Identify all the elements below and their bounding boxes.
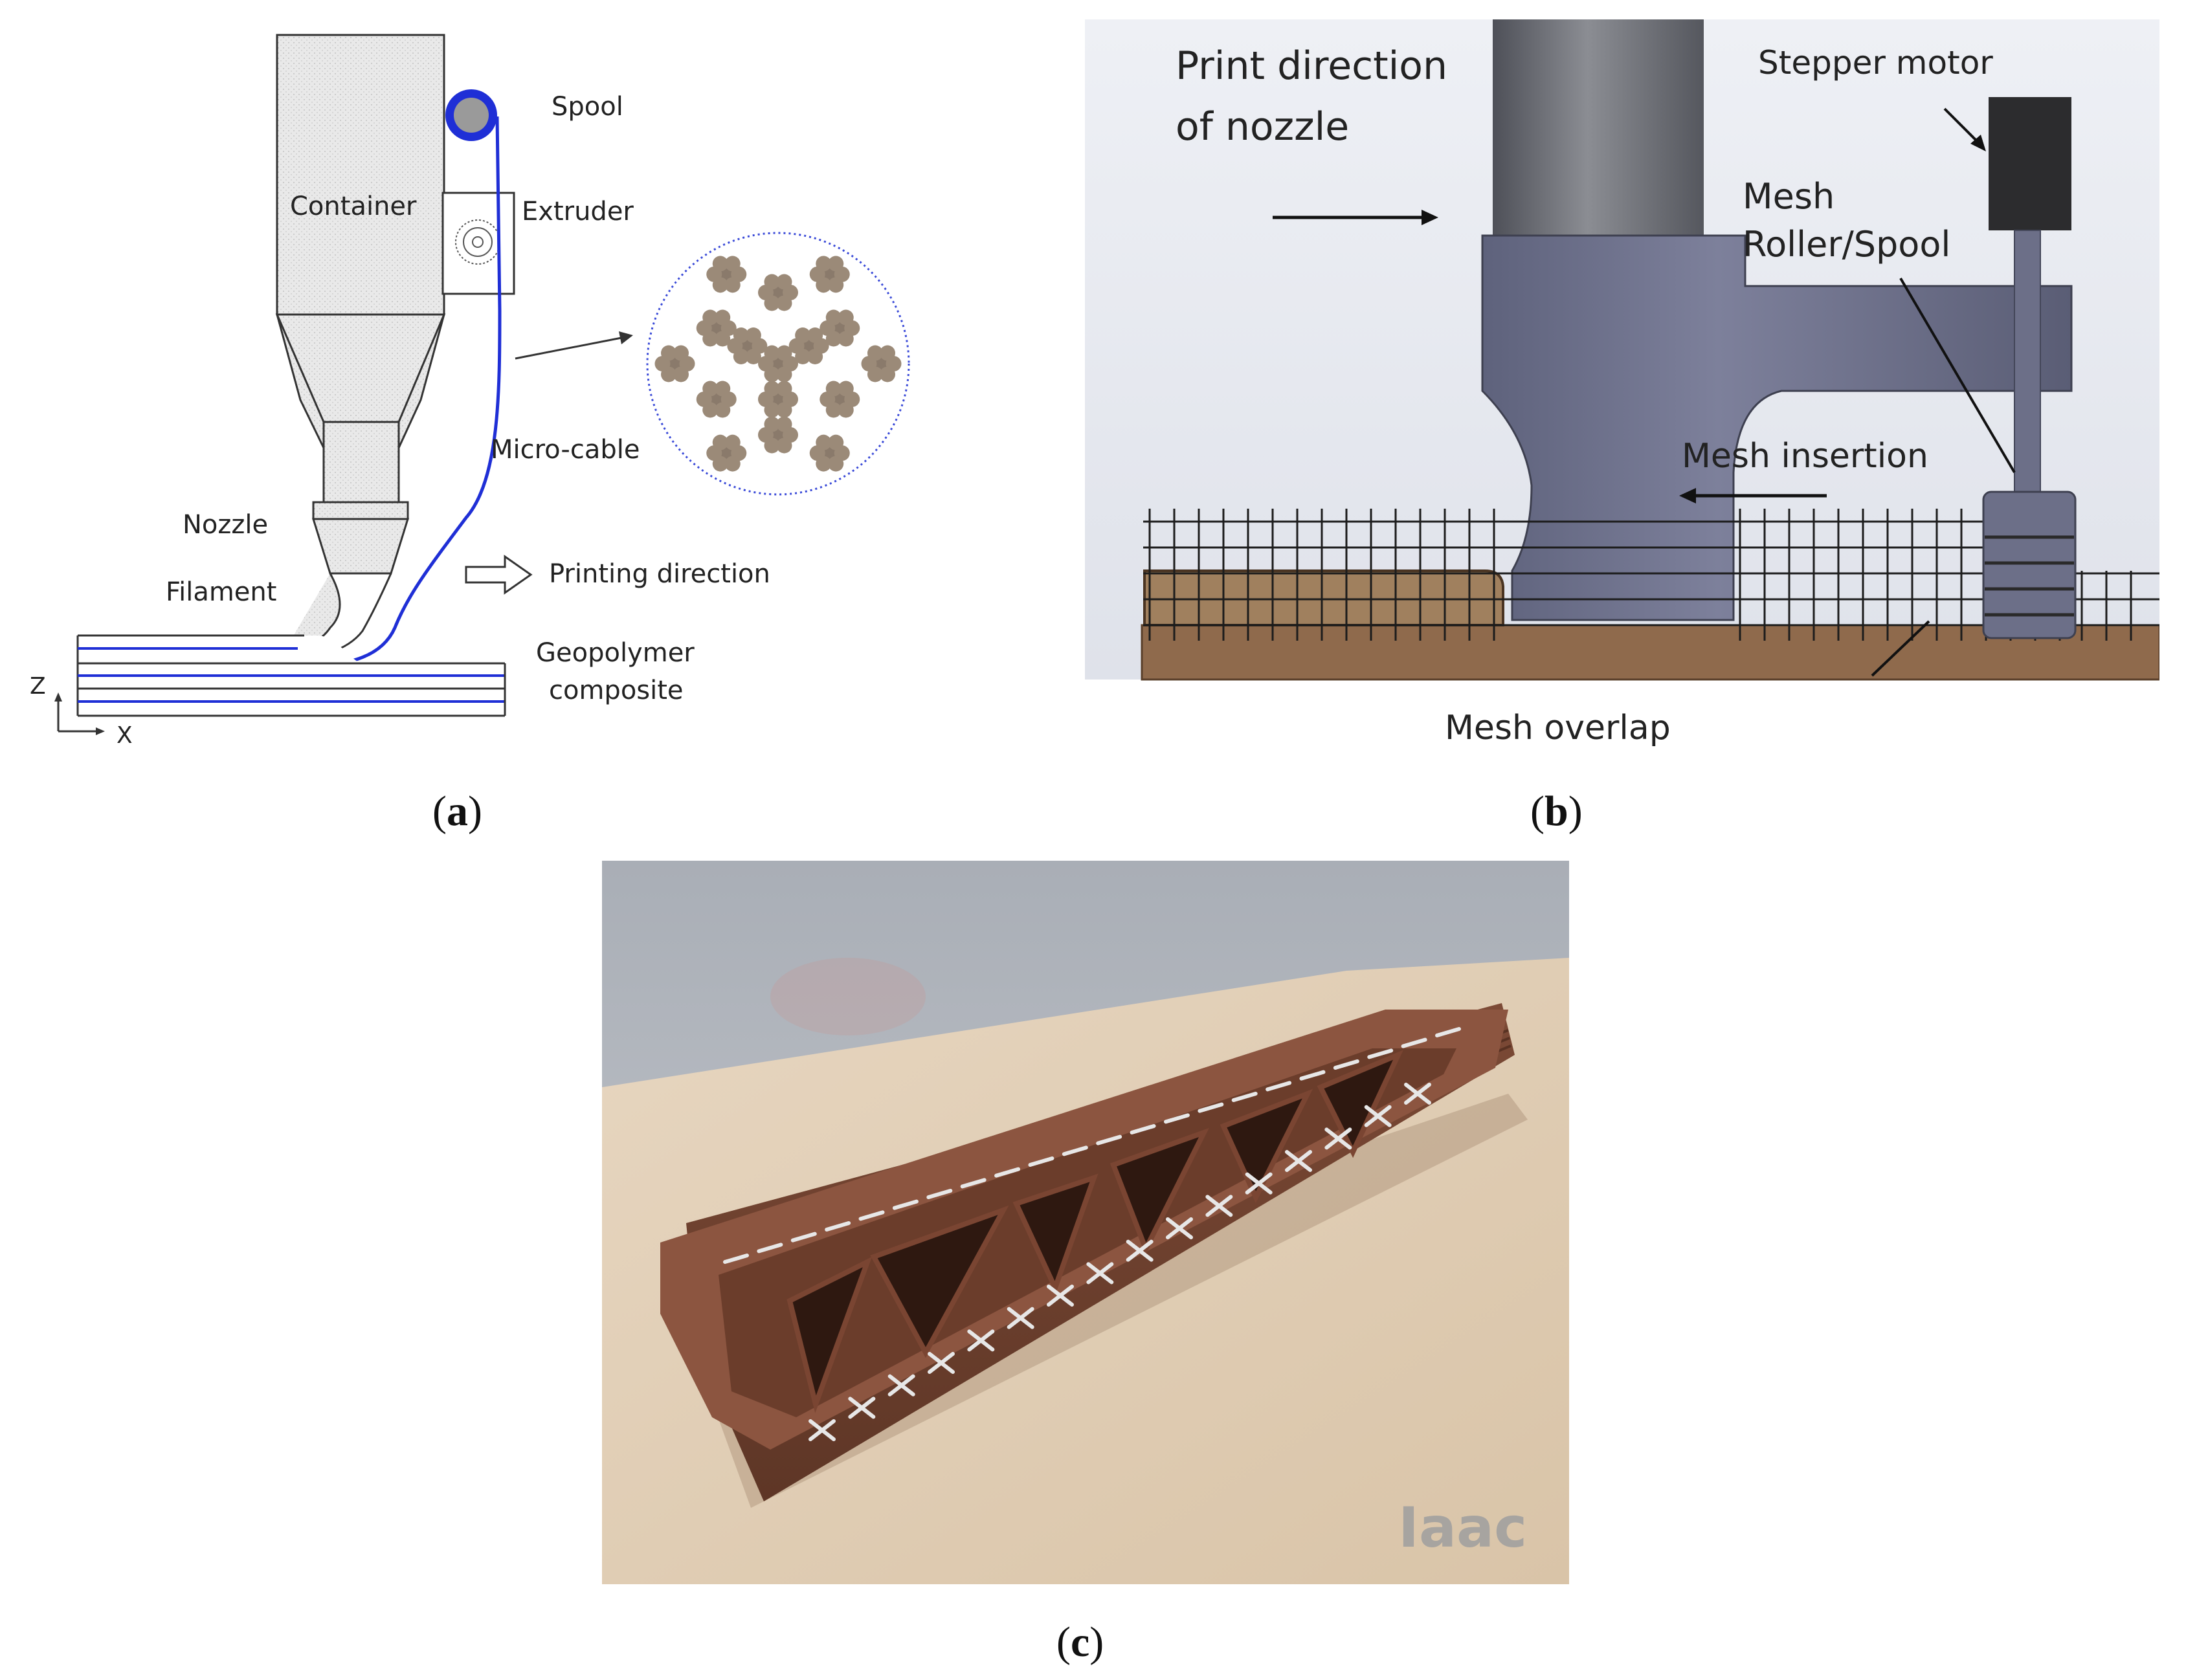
label-stepper-motor: Stepper motor bbox=[1758, 44, 1993, 82]
label-roller-spool: Roller/Spool bbox=[1743, 224, 1950, 265]
caption-a-letter: a bbox=[446, 788, 468, 835]
label-extruder: Extruder bbox=[522, 197, 634, 227]
extruder-box bbox=[441, 192, 515, 295]
micro-cable-path bbox=[304, 116, 502, 669]
label-mesh-overlap: Mesh overlap bbox=[1445, 709, 1671, 747]
label-filament: Filament bbox=[166, 577, 276, 607]
label-print-direction: Print direction bbox=[1176, 43, 1447, 89]
label-micro-cable: Micro-cable bbox=[491, 435, 640, 465]
arrow-to-cross-section bbox=[515, 331, 633, 360]
label-nozzle: Nozzle bbox=[183, 510, 268, 540]
caption-b: (b) bbox=[1530, 788, 1583, 835]
label-mesh-insertion: Mesh insertion bbox=[1682, 437, 1928, 476]
mesh-overlap-pointer bbox=[1871, 620, 1930, 677]
panel-a-diagram: Spool Container Extruder Micro-cable Noz… bbox=[30, 34, 910, 749]
mesh-insertion-arrow bbox=[1679, 488, 1827, 503]
caption-b-letter: b bbox=[1544, 788, 1568, 835]
nozzle-column bbox=[1493, 19, 1704, 245]
spool-icon bbox=[445, 89, 497, 141]
print-direction-arrow bbox=[1273, 210, 1438, 225]
nozzle bbox=[284, 501, 410, 660]
stepper-motor-pointer bbox=[1943, 107, 1986, 151]
panel-c-photo: Iaac bbox=[602, 861, 1569, 1584]
micro-cable-staples bbox=[723, 1027, 1461, 1441]
mesh-roller-spool bbox=[1982, 491, 2077, 639]
label-mesh: Mesh bbox=[1743, 176, 1835, 217]
printing-direction-arrow-icon bbox=[465, 555, 533, 595]
stepper-motor bbox=[1989, 97, 2071, 230]
watermark-iaac-logo: Iaac bbox=[1398, 1496, 1527, 1560]
nozzle-holder bbox=[1481, 234, 2073, 621]
label-container: Container bbox=[290, 192, 417, 221]
caption-c: (c) bbox=[1056, 1619, 1104, 1666]
label-axis-z: Z bbox=[30, 673, 46, 700]
label-spool: Spool bbox=[552, 92, 623, 122]
caption-a: (a) bbox=[432, 788, 482, 835]
geopolymer-composite-layers bbox=[76, 634, 506, 717]
mesh-roller-pointer bbox=[1899, 277, 2016, 474]
label-axis-x: X bbox=[117, 722, 133, 749]
truss-triangular-voids bbox=[786, 1050, 1403, 1413]
label-of-nozzle: of nozzle bbox=[1176, 104, 1349, 149]
container-hopper bbox=[275, 34, 446, 522]
caption-c-letter: c bbox=[1070, 1619, 1090, 1666]
label-geopolymer: Geopolymer bbox=[536, 638, 695, 668]
micro-cable-cross-section bbox=[646, 232, 910, 496]
motor-shaft bbox=[2014, 230, 2041, 503]
label-composite: composite bbox=[549, 676, 684, 705]
printed-layer bbox=[1143, 569, 1504, 626]
panel-b-diagram: Print direction of nozzle Stepper motor … bbox=[1085, 19, 2159, 747]
axis-indicator bbox=[54, 692, 105, 735]
photo-floor-stain bbox=[770, 958, 926, 1035]
label-printing-direction: Printing direction bbox=[549, 559, 770, 589]
